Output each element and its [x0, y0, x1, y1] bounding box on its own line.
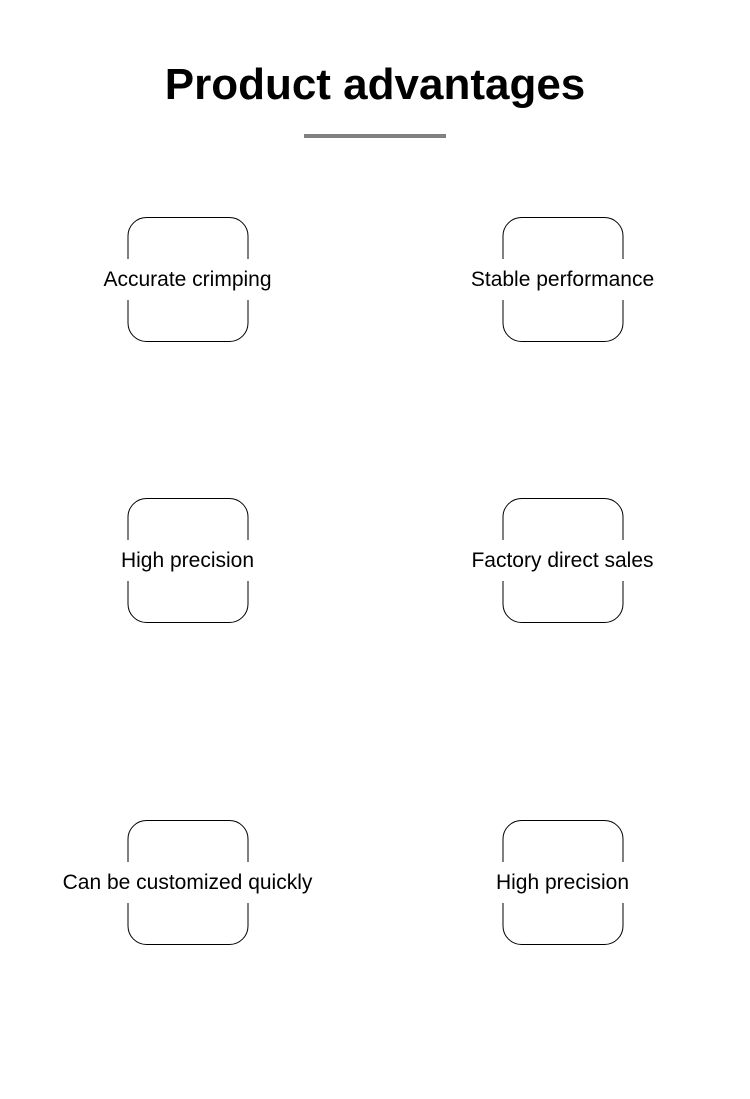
advantage-label: Can be customized quickly — [62, 871, 313, 895]
advantage-item[interactable]: High precision — [0, 476, 375, 798]
advantage-label: Stable performance — [470, 268, 655, 292]
advantage-label: Factory direct sales — [471, 549, 654, 573]
advantage-item[interactable]: High precision — [375, 798, 750, 1079]
advantage-label: High precision — [495, 871, 630, 895]
advantage-label: Accurate crimping — [103, 268, 272, 292]
advantage-item[interactable]: Factory direct sales — [375, 476, 750, 798]
page-title: Product advantages — [164, 60, 586, 109]
title-divider — [304, 134, 446, 139]
advantage-label: High precision — [120, 549, 255, 573]
advantage-item[interactable]: Accurate crimping — [0, 195, 375, 476]
advantage-label-band: High precision — [0, 540, 375, 582]
advantage-label-band: Stable performance — [375, 259, 750, 301]
advantage-item[interactable]: Can be customized quickly — [0, 798, 375, 1079]
advantage-label-band: Factory direct sales — [375, 540, 750, 582]
advantages-grid: Accurate crimping Stable performance Hig… — [0, 195, 750, 1079]
advantage-item[interactable]: Stable performance — [375, 195, 750, 476]
advantage-label-band: Accurate crimping — [0, 259, 375, 301]
page-header: Product advantages — [0, 0, 750, 139]
advantage-label-band: Can be customized quickly — [0, 862, 375, 904]
advantage-label-band: High precision — [375, 862, 750, 904]
